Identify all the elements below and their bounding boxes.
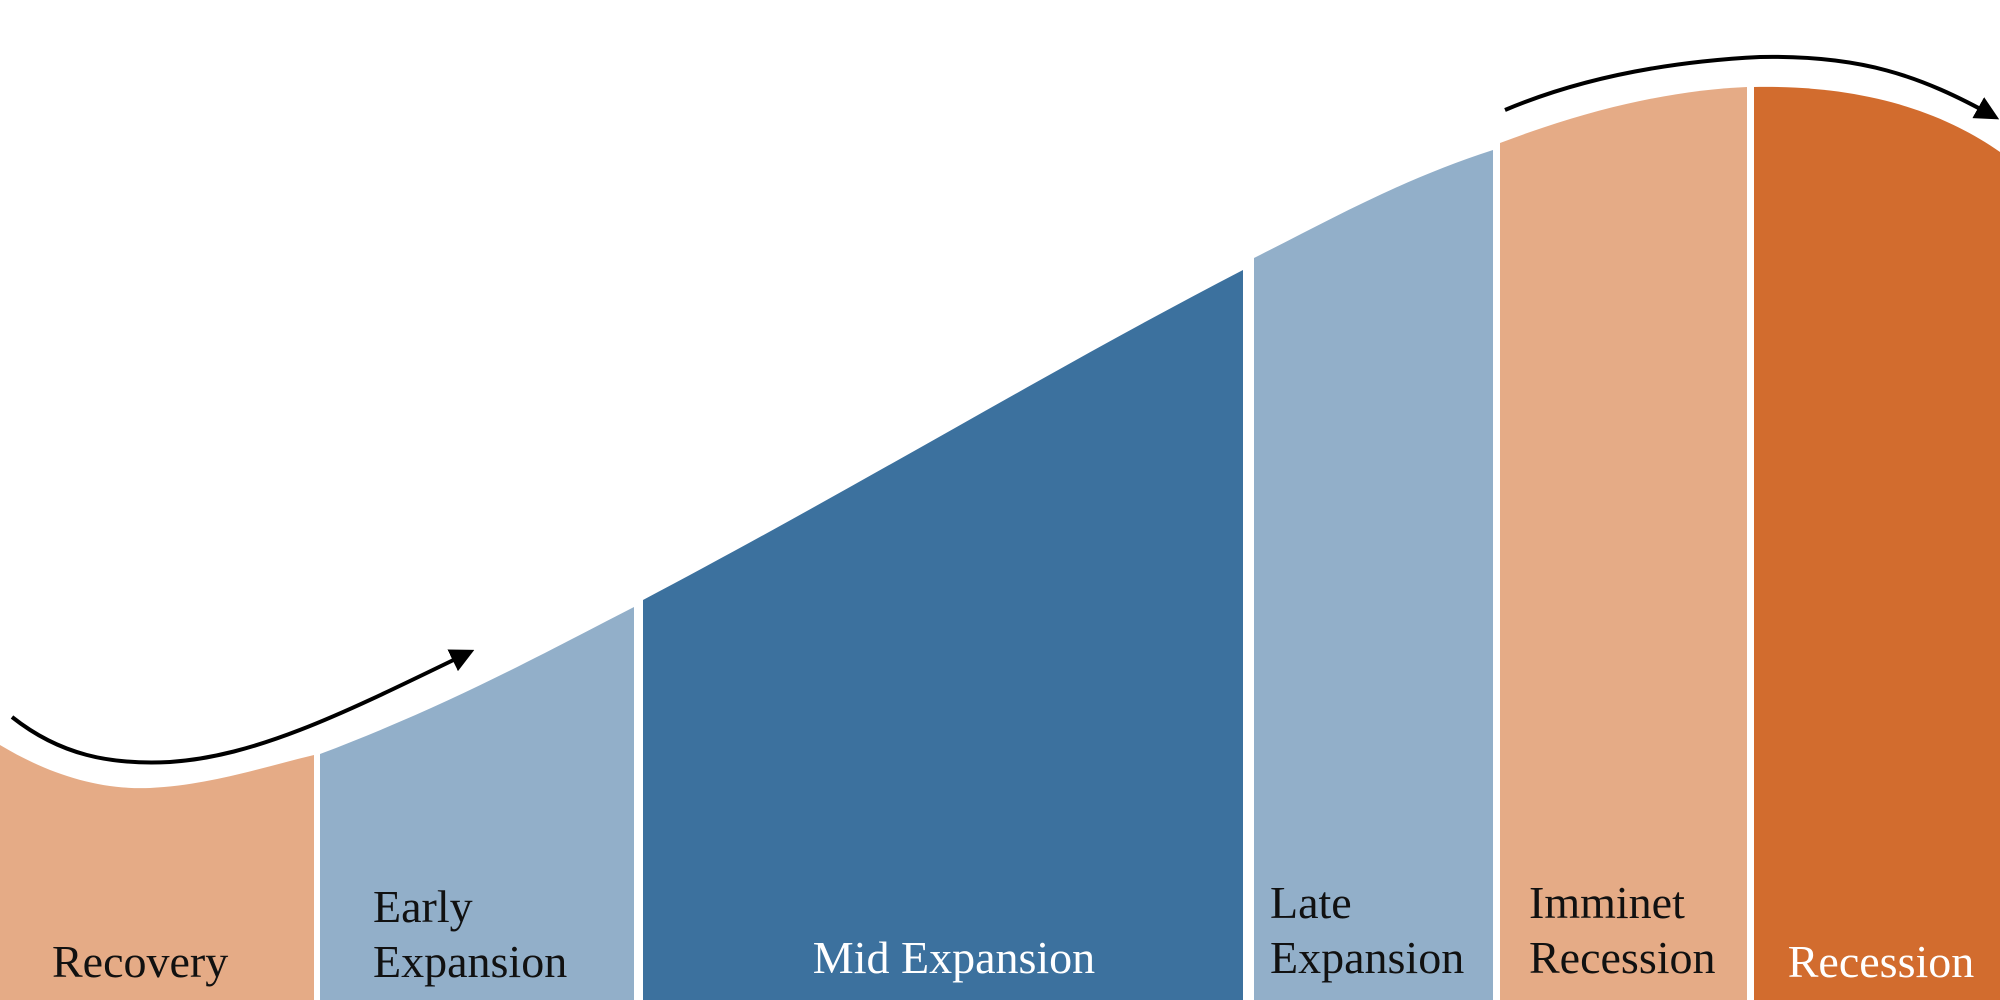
phase-label-early-expansion-line-2: Expansion [373, 936, 567, 987]
phase-column-recession [1754, 86, 2000, 1000]
phase-column-imminent-recession [1500, 87, 1747, 1000]
phase-columns [0, 86, 2000, 1000]
phase-column-mid-expansion [643, 270, 1243, 1000]
phase-label-late-expansion-line-2: Expansion [1270, 932, 1464, 983]
phase-label-imminent-recession-line-1: Imminet [1529, 877, 1685, 928]
cycle-arrows [10, 54, 2000, 765]
phase-label-recovery-line-1: Recovery [52, 936, 228, 987]
arrow-right-up-icon [10, 649, 475, 765]
phase-label-early-expansion: Early Expansion [373, 881, 567, 987]
phase-label-late-expansion: Late Expansion [1270, 877, 1464, 983]
arrow-right-down-icon [1504, 54, 2000, 120]
phase-label-imminent-recession-line-2: Recession [1529, 932, 1716, 983]
phase-label-mid-expansion: Mid Expansion [813, 932, 1095, 983]
phase-label-imminent-recession: Imminet Recession [1529, 877, 1716, 983]
phase-label-early-expansion-line-1: Early [373, 881, 473, 932]
phase-label-late-expansion-line-1: Late [1270, 877, 1352, 928]
phase-column-late-expansion [1254, 150, 1493, 1000]
phase-label-mid-expansion-line-1: Mid Expansion [813, 932, 1095, 983]
phase-labels: Recovery Early Expansion Mid Expansion L… [52, 877, 1974, 987]
phase-column-recovery [0, 745, 314, 1000]
phase-column-early-expansion [320, 607, 634, 1000]
phase-label-recovery: Recovery [52, 936, 228, 987]
phase-label-recession-line-1: Recession [1788, 936, 1975, 987]
phase-label-recession: Recession [1788, 936, 1975, 987]
